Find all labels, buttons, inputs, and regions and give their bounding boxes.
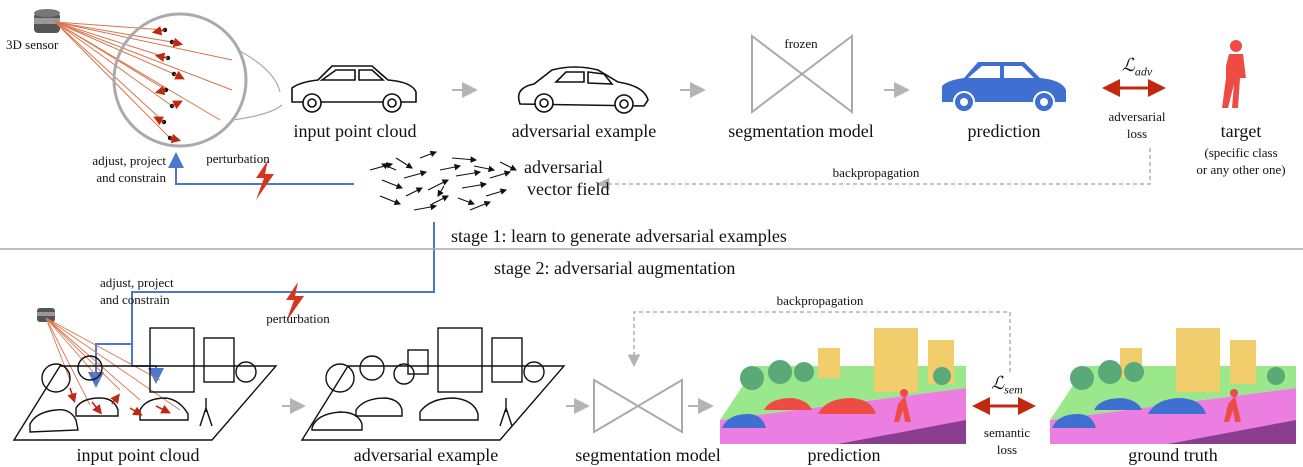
target-label: target: [1220, 121, 1262, 141]
stage1-adjust-2: and constrain: [96, 170, 166, 185]
stage2-input-label: input point cloud: [76, 445, 200, 465]
lightning-icon-stage1: [256, 160, 274, 200]
stage2-backprop-arrow: [627, 311, 1011, 372]
sensor-icon-stage2: [37, 308, 55, 322]
sem-loss-label-2: loss: [996, 442, 1018, 457]
target-sub-1: (specific class: [1204, 145, 1278, 160]
stage1-backprop-arrow: [596, 148, 1151, 191]
predicted-car-icon: [942, 62, 1066, 113]
stage1-perturbation-arrow: [168, 152, 354, 185]
stage1-adjust-1: adjust, project: [92, 153, 166, 168]
stage2-seg-model-label: segmentation model: [575, 445, 721, 465]
lightning-icon-stage2: [286, 282, 304, 322]
vector-field-label-2: vector field: [527, 179, 610, 199]
stage1-perturbation-label: perturbation: [206, 151, 270, 166]
zoom-connector: [231, 49, 283, 121]
stage2-adv-example-label: adversarial example: [353, 445, 499, 465]
stage-link-arrow: [131, 222, 435, 384]
sensor-rays-stage2: [45, 317, 181, 411]
stage2-title: stage 2: adversarial augmentation: [494, 258, 736, 278]
stage1-title: stage 1: learn to generate adversarial e…: [451, 226, 787, 246]
adv-loss-label-1: adversarial: [1108, 109, 1166, 124]
vector-field-label-1: adversarial: [524, 157, 603, 177]
sensor-rays: [54, 21, 233, 139]
adv-loss-label-2: loss: [1126, 126, 1148, 141]
stage2-adjust-1: adjust, project: [100, 275, 174, 290]
zoom-circle: [112, 12, 248, 148]
adversarial-vector-field: [369, 150, 517, 211]
stage2-perturb-branch: [88, 343, 132, 388]
input-scene-perturbations: [67, 387, 171, 416]
prediction-label: prediction: [967, 121, 1041, 141]
stage2-prediction-label: prediction: [807, 445, 881, 465]
input-car-icon: [291, 65, 417, 113]
target-pedestrian-icon: [1222, 40, 1246, 108]
segmentation-model-icon-stage2: [593, 378, 683, 434]
input-scene: [12, 327, 278, 441]
stage2-perturbation-label: perturbation: [266, 311, 330, 326]
stage2-backprop-label: backpropagation: [776, 293, 864, 308]
sensor-icon: [34, 9, 60, 33]
adversarial-car-icon: [517, 66, 649, 114]
sem-loss-symbol: ℒsem: [991, 373, 1023, 397]
stage1-backprop-label: backpropagation: [832, 165, 920, 180]
input-point-cloud-label: input point cloud: [293, 121, 417, 141]
ground-truth-label: ground truth: [1128, 445, 1218, 465]
stage2-adjust-2: and constrain: [100, 292, 170, 307]
adv-loss-symbol: ℒadv: [1121, 55, 1153, 79]
target-sub-2: or any other one): [1196, 162, 1286, 177]
sensor-label: 3D sensor: [6, 37, 59, 52]
ground-truth-scene: [1050, 328, 1296, 444]
segmentation-model-icon: [751, 33, 853, 115]
sem-loss-label-1: semantic: [983, 425, 1031, 440]
zoom-points: [151, 26, 185, 144]
segmentation-model-label: segmentation model: [728, 121, 874, 141]
frozen-label: frozen: [784, 36, 818, 51]
adversarial-scene: [300, 327, 566, 441]
prediction-scene: [720, 328, 966, 444]
adversarial-example-label: adversarial example: [511, 121, 657, 141]
